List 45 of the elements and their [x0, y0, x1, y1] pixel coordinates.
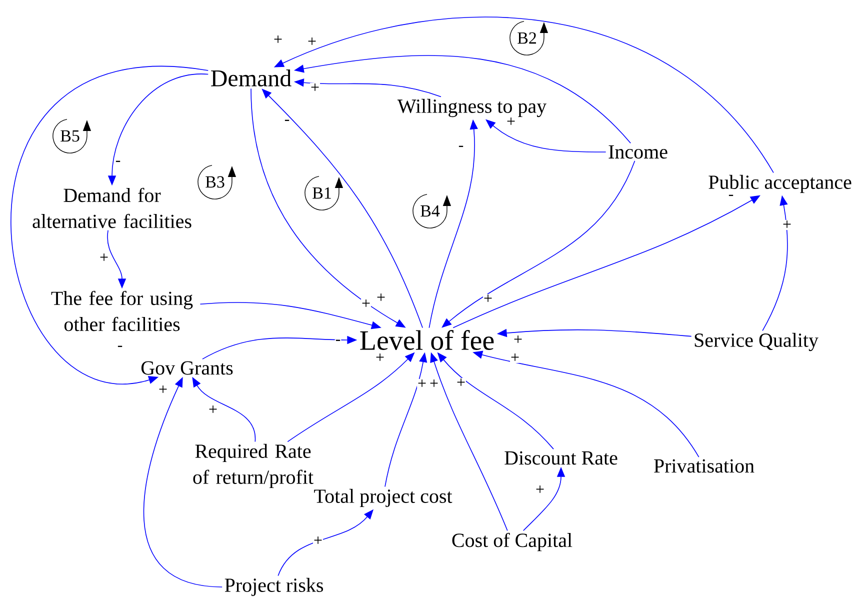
polarity-sign: + [483, 294, 494, 304]
polarity-sign: + [208, 404, 218, 415]
variable-name: Gov Grants [141, 361, 233, 375]
variable-name: Project risks [224, 578, 323, 596]
variable-name: Total project cost [314, 488, 452, 508]
polarity-sign: + [506, 116, 516, 127]
polarity-sign: + [273, 34, 284, 45]
polarity-sign: + [376, 292, 386, 303]
variable-name: Demand for alternative facilities [32, 188, 192, 228]
polarity-sign: - [334, 339, 342, 345]
loop-label: B5 [60, 130, 80, 142]
polarity-sign: + [99, 252, 110, 263]
polarity-sign: - [728, 194, 734, 200]
polarity-sign: - [284, 119, 290, 125]
polarity-sign: - [116, 345, 124, 351]
variable-name: Privatisation [654, 459, 754, 473]
polarity-sign: + [375, 352, 386, 363]
polarity-sign: + [313, 536, 324, 546]
polarity-sign: + [782, 220, 792, 230]
polarity-sign: + [429, 378, 440, 389]
loop-label: B4 [420, 205, 440, 217]
variable-name: Demand [211, 70, 292, 86]
polarity-sign: + [307, 36, 318, 47]
polarity-sign: - [114, 160, 122, 166]
loop-label: B1 [312, 187, 331, 199]
polarity-sign: - [458, 145, 464, 151]
variable-name: The fee for using other facilities [51, 290, 193, 332]
variable-name: Discount Rate [504, 451, 618, 465]
polarity-sign: + [456, 378, 466, 388]
loop-label: B3 [206, 176, 224, 188]
variable-name: Required Rate of return/profit [193, 444, 314, 488]
polarity-sign: + [361, 298, 372, 309]
polarity-sign: + [513, 334, 524, 345]
polarity-sign: + [417, 378, 428, 389]
variable-name: Income [608, 145, 668, 159]
variable-name: Service Quality [694, 332, 818, 352]
variable-name: Level of fee [360, 330, 494, 350]
polarity-sign: + [158, 384, 168, 395]
variable-name: Willingness to pay [397, 98, 547, 118]
variable-name: Public acceptance [708, 174, 852, 194]
polarity-sign: + [535, 484, 546, 495]
loop-label: B2 [518, 32, 536, 44]
polarity-sign: + [310, 82, 320, 93]
variable-name: Cost of Capital [452, 532, 572, 552]
polarity-sign: + [510, 352, 520, 363]
